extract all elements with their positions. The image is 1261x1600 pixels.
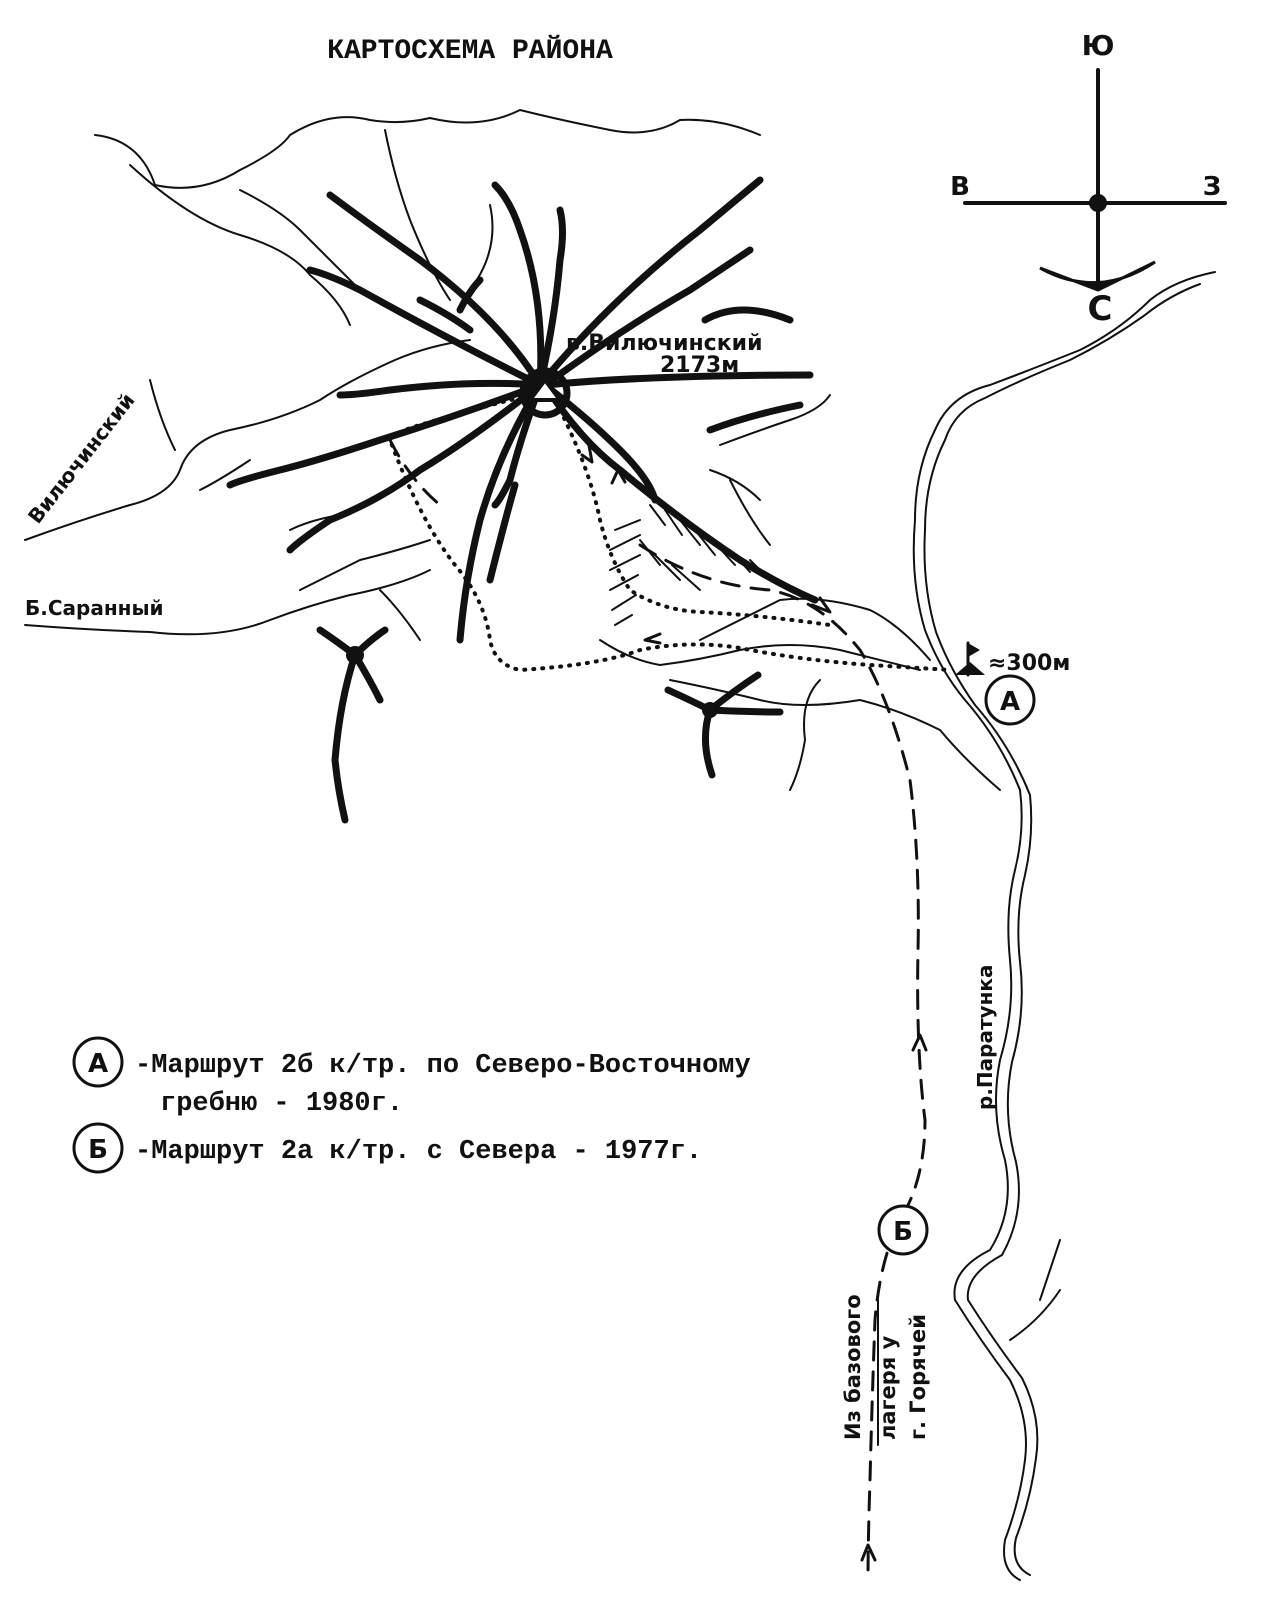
legend-item-a-line1: -Маршрут 2б к/тр. по Северо-Восточному <box>135 1051 751 1081</box>
peak-name-label: в.Вилючинский <box>566 331 763 356</box>
route-marker-a: А <box>984 674 1036 726</box>
compass-arrow <box>1039 260 1156 292</box>
compass-north-label: Ю <box>1082 29 1115 62</box>
route-marker-b-label: Б <box>893 1217 913 1247</box>
route-marker-a-label: А <box>1000 687 1020 717</box>
legend-item-a-line2: гребню - 1980г. <box>160 1089 403 1119</box>
compass: Ю С В З <box>950 29 1227 329</box>
legend-item-a: А -Маршрут 2б к/тр. по Северо-Восточному… <box>72 1036 751 1119</box>
paratunka-river <box>912 271 1216 1581</box>
compass-west-label: З <box>1203 172 1221 202</box>
summit <box>519 367 571 419</box>
river-saranny-label: Б.Саранный <box>25 596 164 620</box>
ridges <box>226 176 819 644</box>
base-note-line2: лагеря у <box>876 1335 900 1440</box>
map-title: КАРТОСХЕМА РАЙОНА <box>327 35 613 67</box>
legend-item-b-line1: -Маршрут 2а к/тр. с Севера - 1977г. <box>135 1137 702 1167</box>
compass-south-label: С <box>1088 289 1113 329</box>
compass-east-label: В <box>950 172 970 202</box>
route-a <box>387 393 952 673</box>
legend-marker-b <box>72 1122 124 1174</box>
route-b <box>388 438 928 1582</box>
legend-marker-a-label: А <box>88 1049 108 1079</box>
hatched-slope <box>609 504 771 626</box>
minor-peaks <box>316 626 784 824</box>
compass-center-dot <box>1089 194 1107 212</box>
legend-item-b: Б -Маршрут 2а к/тр. с Севера - 1977г. <box>72 1122 702 1174</box>
streams <box>24 109 1001 791</box>
start-elevation-label: ≈300м <box>988 651 1070 676</box>
base-note-line1: Из базового <box>841 1294 865 1440</box>
legend-marker-a <box>72 1036 124 1088</box>
peak-elevation-label: 2173м <box>660 353 739 378</box>
legend: А -Маршрут 2б к/тр. по Северо-Восточному… <box>72 1036 751 1174</box>
base-note-line3: г. Горячей <box>906 1314 930 1440</box>
route-marker-b: Б <box>877 1204 929 1256</box>
legend-marker-b-label: Б <box>88 1135 108 1165</box>
river-paratunka-label: р.Паратунка <box>973 965 997 1110</box>
start-point-flag <box>955 641 985 677</box>
